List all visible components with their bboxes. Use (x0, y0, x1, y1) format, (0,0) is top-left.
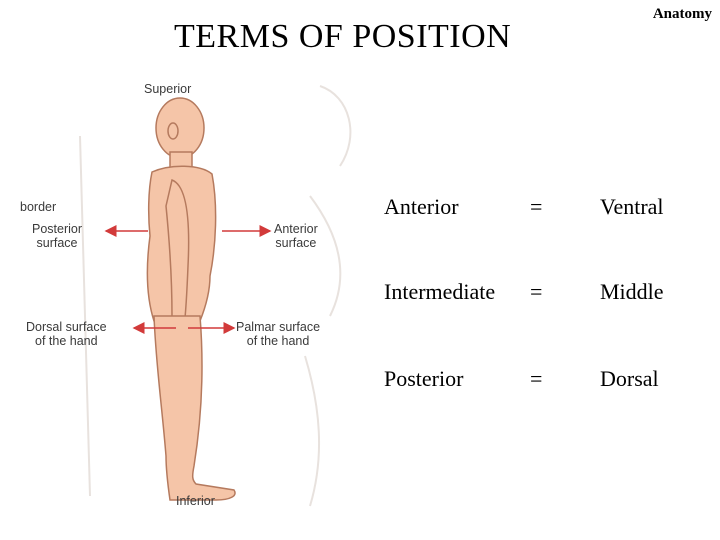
term-row: Posterior = Dorsal (384, 366, 714, 406)
term: Posterior (384, 366, 463, 392)
page-title: TERMS OF POSITION (174, 18, 511, 56)
label-border: border (20, 200, 56, 214)
synonym: Middle (600, 279, 664, 305)
human-figure-illustration (20, 76, 370, 518)
term: Anterior (384, 194, 459, 220)
synonym: Dorsal (600, 366, 659, 392)
equals-sign: = (530, 366, 542, 392)
term-row: Anterior = Ventral (384, 194, 714, 234)
label-posterior-surface: Posterior surface (32, 222, 82, 250)
label-anterior-surface: Anterior surface (274, 222, 318, 250)
term-row: Intermediate = Middle (384, 279, 714, 319)
label-palmar-surface: Palmar surface of the hand (236, 320, 320, 348)
label-dorsal-surface: Dorsal surface of the hand (26, 320, 107, 348)
label-superior: Superior (144, 82, 191, 96)
anatomy-figure: Superior border Posterior surface Anteri… (20, 76, 370, 518)
equals-sign: = (530, 194, 542, 220)
equals-sign: = (530, 279, 542, 305)
synonym: Ventral (600, 194, 664, 220)
corner-label: Anatomy (653, 6, 712, 23)
body-silhouette (147, 98, 235, 500)
label-inferior: Inferior (176, 494, 215, 508)
term: Intermediate (384, 279, 495, 305)
